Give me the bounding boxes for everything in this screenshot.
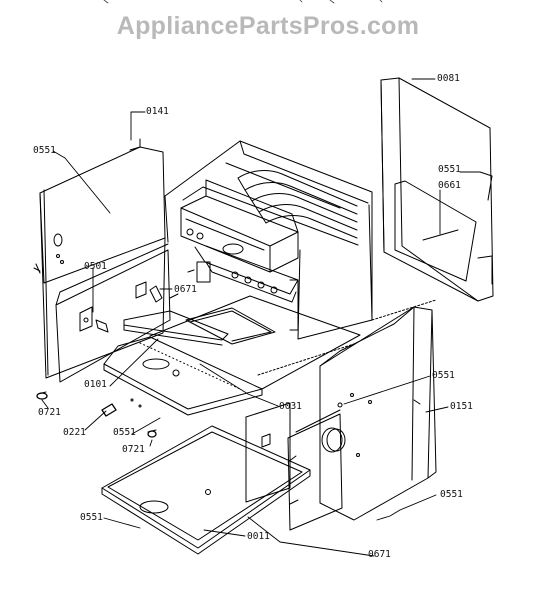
cabinet-frame (164, 140, 437, 340)
callout-label: 0551 (113, 427, 136, 438)
top-plate (149, 295, 361, 390)
back-panel (380, 77, 494, 302)
watermark-text: AppliancePartsPros.com (116, 12, 420, 40)
callout-label: 0551 (80, 512, 103, 523)
callout-label: 0671 (174, 284, 197, 295)
top-edge-marks (103, 0, 383, 4)
callout-label: 0501 (84, 261, 107, 272)
inner-panel (55, 243, 179, 383)
callout-label: 0081 (437, 73, 460, 84)
callout-label: 0551 (33, 145, 56, 156)
callout-label: 0721 (38, 407, 61, 418)
callout-label: 0221 (63, 427, 86, 438)
left-side-panel (33, 138, 166, 379)
callout-label: 0141 (146, 106, 169, 117)
callout-label: 0151 (450, 401, 473, 412)
callout-label: 0551 (432, 370, 455, 381)
inner-side-panel (287, 409, 346, 531)
callout-label: 0101 (84, 379, 107, 390)
callout-label: 0011 (247, 531, 270, 542)
heat-exchanger-assembly (180, 170, 358, 331)
hardware-bits (36, 391, 157, 438)
front-door-panel (245, 402, 291, 503)
base-pan (101, 425, 311, 555)
bottom-plate (103, 336, 263, 416)
callout-label: 0661 (438, 180, 461, 191)
burner-rail (123, 310, 229, 346)
access-panel (394, 180, 477, 282)
right-side-panel (319, 306, 437, 521)
callout-label: 0551 (438, 164, 461, 175)
callout-label: 0031 (279, 401, 302, 412)
callout-label: 0671 (368, 549, 391, 560)
callout-label: 0551 (440, 489, 463, 500)
callout-label: 0721 (122, 444, 145, 455)
callout-leaders (41, 78, 481, 557)
